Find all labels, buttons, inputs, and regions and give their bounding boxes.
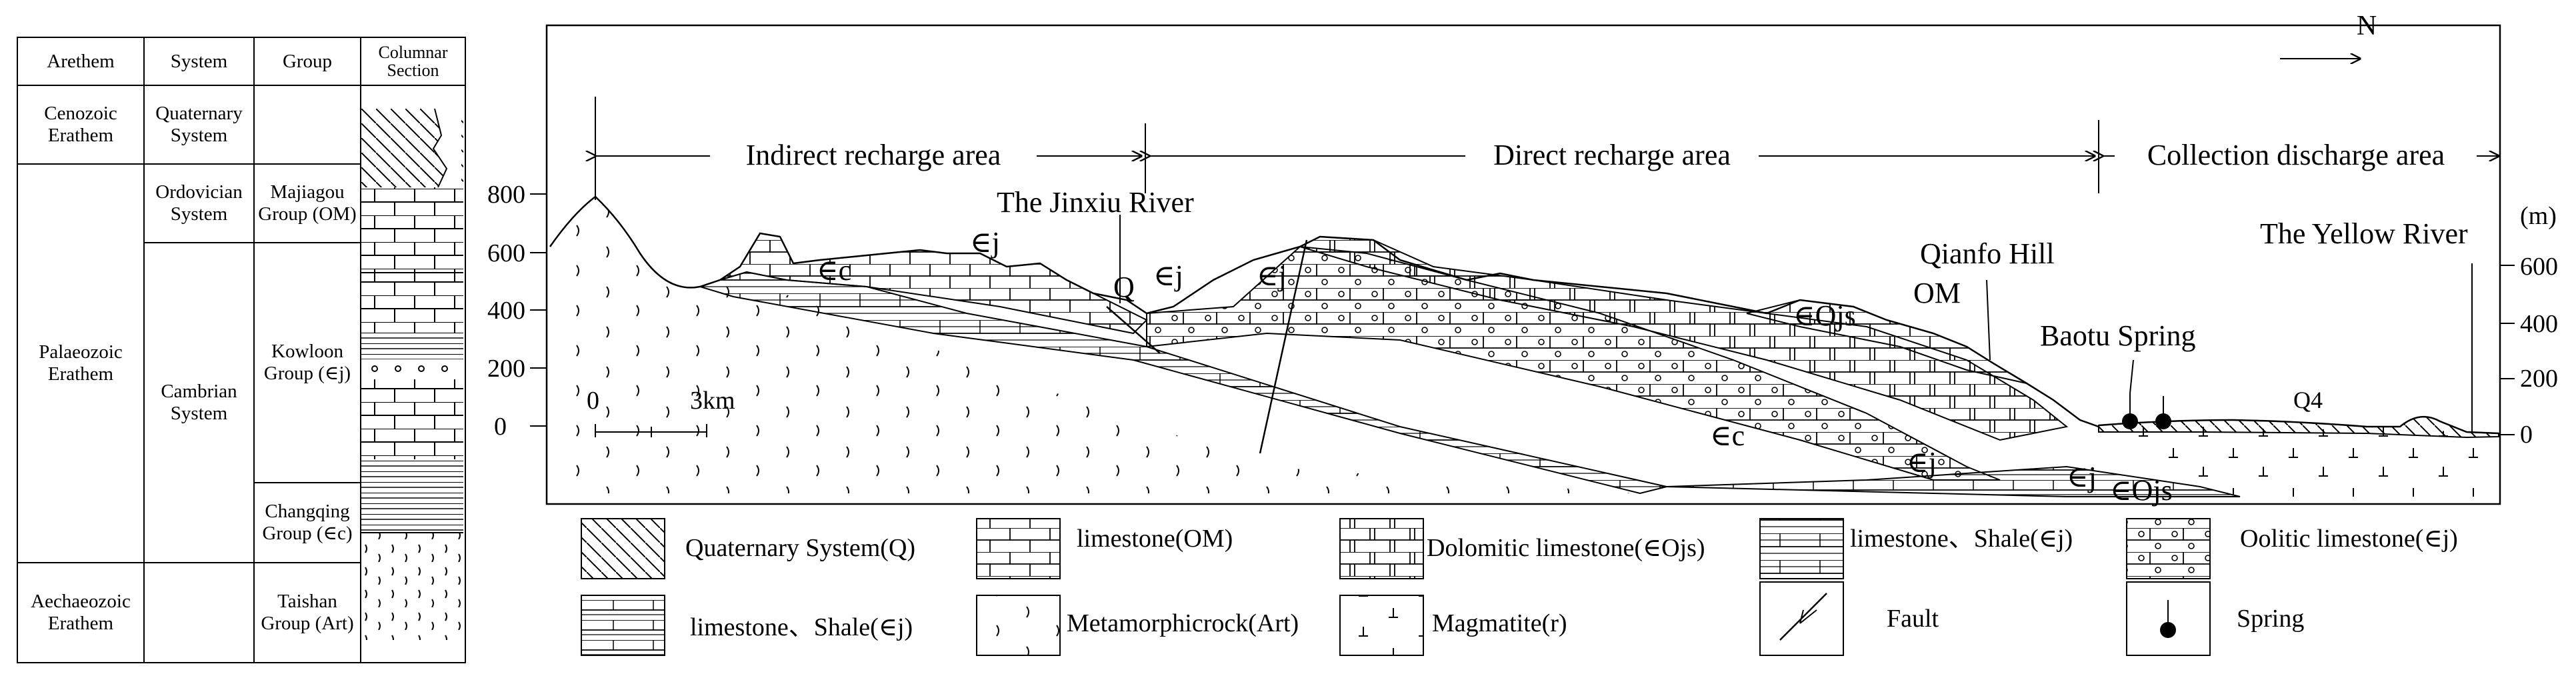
svg-text:Fault: Fault bbox=[1887, 605, 1939, 633]
group-majiagou: Majiagou Group (OM) bbox=[253, 163, 361, 243]
right-axis-unit: (m) bbox=[2520, 202, 2557, 230]
right-tick-200: 200 bbox=[2520, 365, 2558, 393]
legend-item-oolitic: Oolitic limestone(∈j) bbox=[2126, 518, 2458, 579]
svg-text:Metamorphicrock(Art): Metamorphicrock(Art) bbox=[1067, 609, 1299, 637]
surface-profile-main bbox=[719, 232, 2099, 428]
fault-lines bbox=[1106, 239, 1308, 454]
legend-item-ls-shale-1: limestone、Shale(∈j) bbox=[1759, 518, 2073, 579]
north-label: N bbox=[2357, 11, 2377, 41]
legend: Quaternary System(Q) limestone(OM) Dolom… bbox=[581, 518, 2458, 656]
columnar-section-graphic bbox=[361, 108, 463, 640]
area-indirect-label: Indirect recharge area bbox=[746, 139, 1001, 171]
right-tick-600: 600 bbox=[2520, 253, 2558, 281]
label-ojs1: ∈Ojs bbox=[1793, 299, 1856, 332]
svg-text:limestone、Shale(∈j): limestone、Shale(∈j) bbox=[1850, 525, 2073, 553]
label-om: OM bbox=[1913, 277, 1961, 309]
label-j1: ∈j bbox=[970, 226, 1000, 259]
svg-text:Oolitic limestone(∈j): Oolitic limestone(∈j) bbox=[2240, 525, 2458, 553]
header-columnar-section: Columnar Section bbox=[360, 37, 466, 86]
scale-start: 0 bbox=[587, 387, 599, 415]
erathem-aechaeozoic: Aechaeozoic Erathem bbox=[17, 562, 145, 663]
right-axis-ticks bbox=[2500, 265, 2515, 435]
surface-profile-left bbox=[549, 195, 721, 289]
system-aechaeozoic-empty bbox=[143, 562, 255, 663]
magmatite-right bbox=[2099, 427, 2499, 497]
group-changqing: Changqing Group (∈c) bbox=[253, 482, 361, 563]
svg-text:Quaternary System(Q): Quaternary System(Q) bbox=[685, 534, 915, 562]
label-jinxiu-river: The Jinxiu River bbox=[997, 186, 1194, 219]
stratigraphic-table: Arethem System Group Columnar Section Ce… bbox=[17, 37, 466, 663]
spring-icon bbox=[2122, 413, 2138, 429]
fault-icon bbox=[1779, 593, 1827, 641]
oolitic-dots bbox=[371, 365, 448, 372]
svg-text:limestone、Shale(∈j): limestone、Shale(∈j) bbox=[690, 613, 913, 641]
left-tick-600: 600 bbox=[487, 239, 525, 267]
area-discharge-label: Collection discharge area bbox=[2147, 139, 2445, 171]
strata-dolomitic bbox=[1298, 235, 2069, 441]
system-cambrian: Cambrian System bbox=[143, 242, 255, 563]
scale-end: 3km bbox=[690, 387, 735, 415]
left-tick-800: 800 bbox=[487, 181, 525, 209]
right-axis: (m) 600 400 200 0 bbox=[2520, 202, 2558, 449]
svg-text:Spring: Spring bbox=[2237, 605, 2304, 633]
svg-text:Magmatite(r): Magmatite(r) bbox=[1432, 609, 1567, 637]
area-divisions bbox=[595, 97, 2499, 200]
spring-icon bbox=[2155, 413, 2171, 429]
legend-item-quaternary: Quaternary System(Q) bbox=[581, 518, 915, 579]
erathem-cenozoic: Cenozoic Erathem bbox=[17, 85, 145, 165]
label-yellow-river: The Yellow River bbox=[2260, 217, 2468, 250]
right-tick-0: 0 bbox=[2520, 421, 2533, 449]
system-ordovician: Ordovician System bbox=[143, 163, 255, 243]
legend-item-metamorphic: Metamorphicrock(Art) bbox=[976, 595, 1299, 656]
legend-item-limestone-om: limestone(OM) bbox=[976, 518, 1233, 579]
label-qianfo-hill: Qianfo Hill bbox=[1920, 237, 2055, 270]
legend-item-dolomitic: Dolomitic limestone(∈Ojs) bbox=[1339, 518, 1705, 579]
scale-bar: 0 3km bbox=[587, 387, 735, 437]
left-tick-400: 400 bbox=[487, 297, 525, 325]
label-j4: ∈j bbox=[1907, 446, 1937, 479]
label-c1: ∈c bbox=[817, 254, 851, 287]
legend-item-fault: Fault bbox=[1759, 581, 1939, 656]
left-tick-200: 200 bbox=[487, 355, 525, 383]
label-baotu-spring: Baotu Spring bbox=[2040, 319, 2195, 352]
section-labels: The Jinxiu River Qianfo Hill Baotu Sprin… bbox=[817, 186, 2468, 507]
left-tick-0: 0 bbox=[494, 413, 507, 441]
label-ojs2: ∈Ojs bbox=[2110, 474, 2173, 507]
label-j2: ∈j bbox=[1153, 259, 1183, 292]
header-group: Group bbox=[253, 37, 361, 86]
right-tick-400: 400 bbox=[2520, 310, 2558, 338]
callout-lines bbox=[1119, 215, 2473, 433]
columnar-section bbox=[360, 85, 466, 663]
svg-text:limestone(OM): limestone(OM) bbox=[1077, 525, 1233, 553]
svg-text:Dolomitic limestone(∈Ojs): Dolomitic limestone(∈Ojs) bbox=[1427, 534, 1705, 562]
legend-item-spring: Spring bbox=[2126, 581, 2304, 656]
spring-icon bbox=[2160, 622, 2176, 638]
left-axis-ticks bbox=[530, 193, 547, 427]
spring-markers bbox=[2122, 393, 2171, 429]
header-arethem: Arethem bbox=[17, 37, 145, 86]
group-kowloon: Kowloon Group (∈j) bbox=[253, 242, 361, 483]
left-axis: 800 600 400 200 0 bbox=[487, 181, 525, 441]
erathem-palaeozoic: Palaeozoic Erathem bbox=[17, 163, 145, 563]
area-direct-label: Direct recharge area bbox=[1493, 139, 1731, 171]
group-quaternary-empty bbox=[253, 85, 361, 165]
metamorphic-basement-left bbox=[550, 197, 1633, 493]
label-c2: ∈c bbox=[1710, 419, 1745, 452]
system-quaternary: Quaternary System bbox=[143, 85, 255, 165]
legend-item-ls-shale-2: limestone、Shale(∈j) bbox=[581, 595, 913, 656]
label-j3: ∈j bbox=[1257, 259, 1287, 292]
group-taishan: Taishan Group (Art) bbox=[253, 562, 361, 663]
label-q4: Q4 bbox=[2293, 387, 2323, 413]
header-system: System bbox=[143, 37, 255, 86]
label-j5: ∈j bbox=[2067, 461, 2097, 493]
legend-item-magmatite: Magmatite(r) bbox=[1339, 595, 1567, 656]
label-q: Q bbox=[1113, 271, 1135, 303]
